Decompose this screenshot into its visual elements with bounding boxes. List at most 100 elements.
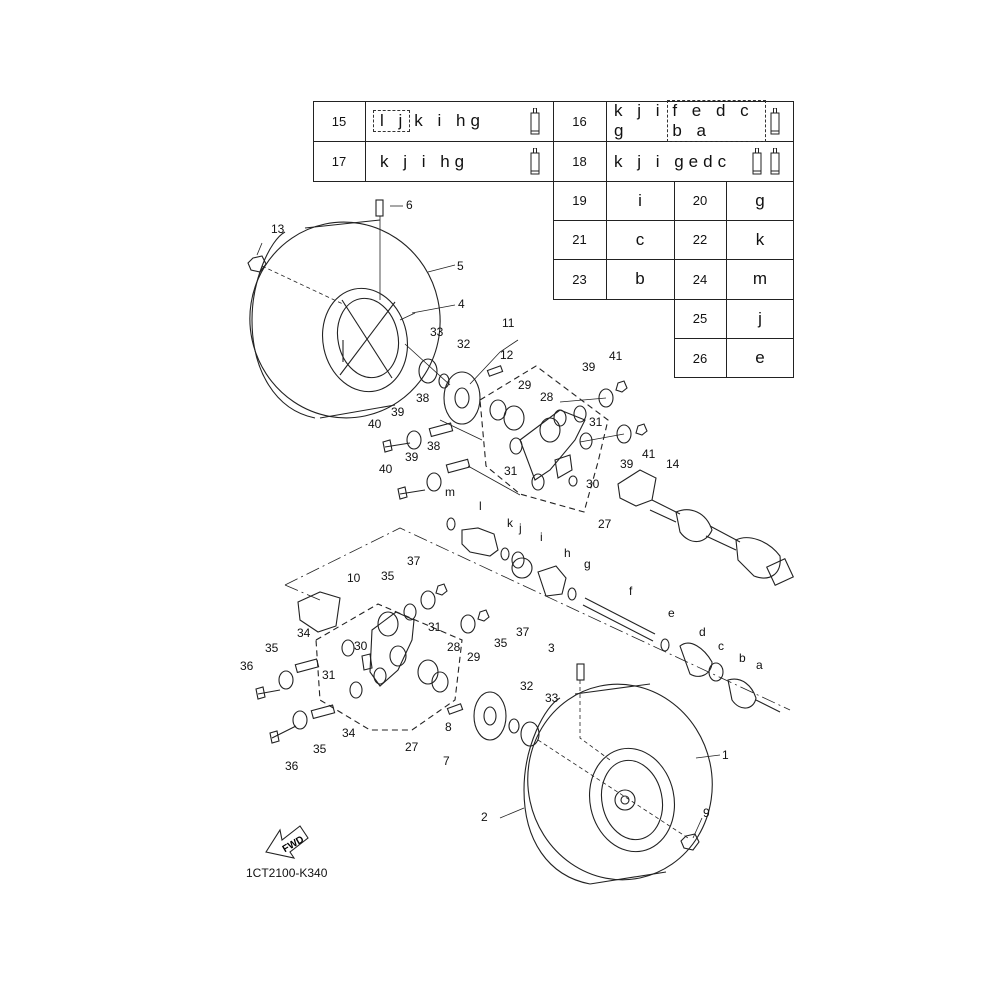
label-a: a — [756, 658, 763, 672]
label-31: 31 — [504, 464, 518, 478]
label-39: 39 — [391, 405, 405, 419]
label-32: 32 — [520, 679, 534, 693]
boot-kit — [446, 517, 577, 601]
bushing-lower — [417, 659, 439, 685]
valve — [375, 199, 384, 217]
table-cell-15: 15 — [331, 113, 347, 129]
label-d: d — [699, 625, 706, 639]
guard — [617, 469, 657, 507]
label-39: 39 — [582, 360, 596, 374]
drive-shaft-upper — [649, 499, 795, 587]
label-38: 38 — [427, 439, 441, 453]
table-cell-25-letter: j — [758, 308, 762, 328]
lower-rim — [588, 747, 676, 853]
label-12: 12 — [500, 348, 514, 362]
label-5: 5 — [457, 259, 464, 273]
label-37: 37 — [407, 554, 421, 568]
label-29: 29 — [467, 650, 481, 664]
label-f: f — [629, 584, 633, 598]
grease-tube-icon — [530, 148, 540, 175]
knuckle-box-upper — [479, 365, 609, 513]
label-4: 4 — [458, 297, 465, 311]
label-b: b — [739, 651, 746, 665]
table-cell-17-letters: k j i hg — [380, 151, 470, 171]
boxed-letters: l j — [373, 110, 411, 132]
table-cell-25: 25 — [692, 311, 708, 326]
label-31: 31 — [589, 415, 603, 429]
label-41: 41 — [609, 349, 623, 363]
grease-tube-icon — [752, 148, 762, 175]
label-35: 35 — [381, 569, 395, 583]
label-35: 35 — [313, 742, 327, 756]
diagram-code: 1CT2100-K340 — [246, 866, 328, 880]
label-36: 36 — [285, 759, 299, 773]
hub-lower — [473, 691, 507, 741]
upper-rim — [321, 287, 409, 393]
table-cell-20-letter: g — [755, 190, 765, 210]
table-cell-20: 20 — [692, 193, 708, 208]
table-cell-21: 21 — [572, 232, 587, 247]
label-35: 35 — [494, 636, 508, 650]
bearing — [418, 358, 438, 384]
label-m: m — [445, 485, 455, 499]
label-28: 28 — [447, 640, 461, 654]
oil-seal — [489, 399, 507, 421]
label-2: 2 — [481, 810, 488, 824]
table-cell-19: 19 — [572, 193, 587, 208]
label-36: 36 — [240, 659, 254, 673]
letters: k i hg — [414, 111, 485, 130]
table-cell-22-letter: k — [755, 229, 765, 249]
boxed-letters: f e d c b a — [667, 100, 766, 142]
label-l: l — [479, 499, 482, 513]
lug-nut — [247, 255, 267, 273]
label-33: 33 — [545, 691, 559, 705]
table-cell-26: 26 — [692, 350, 708, 366]
label-32: 32 — [457, 337, 471, 351]
label-7: 7 — [443, 754, 450, 768]
label-30: 30 — [586, 477, 600, 491]
lower-tire — [523, 683, 713, 885]
table-cell-15-letters: l j k i hg — [365, 101, 525, 141]
label-10: 10 — [347, 571, 361, 585]
label-40: 40 — [368, 417, 382, 431]
table-cell-18: 18 — [572, 154, 587, 169]
label-39: 39 — [620, 457, 634, 471]
table-cell-24: 24 — [692, 271, 708, 287]
table-cell-22: 22 — [692, 232, 708, 247]
table-cell-19-letter: i — [638, 190, 642, 210]
table-cell-24-letter: m — [752, 269, 768, 288]
label-34: 34 — [342, 726, 356, 740]
bushing — [503, 405, 525, 431]
label-34: 34 — [297, 626, 311, 640]
letters: k j i g — [614, 101, 665, 140]
label-31: 31 — [428, 620, 442, 634]
label-30: 30 — [354, 639, 368, 653]
guard-lower — [297, 591, 341, 633]
collar — [438, 373, 450, 389]
table-cell-21-letter: c — [635, 229, 645, 249]
label-27: 27 — [598, 517, 612, 531]
label-h: h — [564, 546, 571, 560]
table-cell-26-letter: e — [755, 348, 765, 367]
shaft — [584, 597, 656, 635]
label-13: 13 — [271, 222, 285, 236]
label-8: 8 — [445, 720, 452, 734]
label-3: 3 — [548, 641, 555, 655]
label-41: 41 — [642, 447, 656, 461]
upper-tire — [249, 219, 441, 419]
table-cell-23-letter: b — [635, 269, 645, 288]
table-cell-16: 16 — [572, 113, 587, 129]
label-k: k — [507, 516, 514, 530]
fwd-label: FWD — [281, 834, 306, 855]
label-38: 38 — [416, 391, 430, 405]
label-29: 29 — [518, 378, 532, 392]
label-j: j — [518, 521, 522, 535]
table-cell-17: 17 — [331, 154, 347, 169]
grease-tube-icon — [770, 148, 780, 175]
fwd-arrow-icon — [265, 825, 309, 859]
label-c: c — [718, 639, 724, 653]
label-14: 14 — [666, 457, 680, 471]
label-37: 37 — [516, 625, 530, 639]
label-28: 28 — [540, 390, 554, 404]
